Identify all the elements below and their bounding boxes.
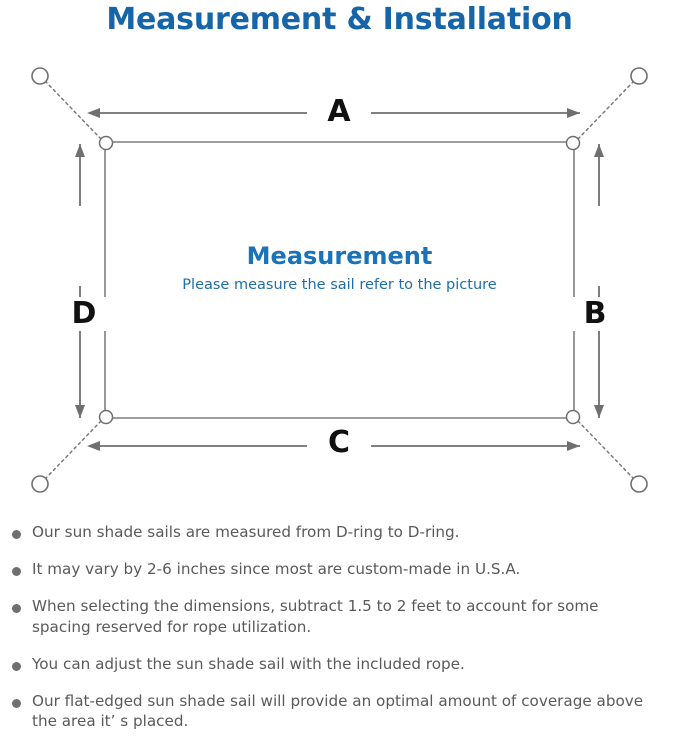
dimension-label-c: C	[309, 426, 369, 460]
dimension-label-a: A	[309, 95, 369, 129]
dimension-label-b: B	[572, 297, 618, 331]
bullet-icon	[12, 604, 21, 614]
list-item: When selecting the dimensions, subtract …	[0, 596, 679, 636]
dimension-label-d: D	[61, 297, 107, 331]
rope-top-left	[45, 81, 102, 140]
sail-rectangle	[104, 141, 575, 419]
anchor-ring-top-left-icon	[31, 67, 49, 85]
note-text: Our sun shade sails are measured from D-…	[32, 523, 460, 541]
d-ring-bottom-left-icon	[98, 409, 114, 425]
bullet-icon	[12, 530, 21, 539]
rope-bottom-right	[577, 420, 634, 479]
rope-bottom-left	[45, 420, 102, 479]
d-ring-top-left-icon	[98, 135, 114, 151]
measurement-diagram: Measurement Please measure the sail refe…	[0, 46, 679, 516]
sail-center-title: Measurement	[246, 242, 433, 270]
notes-list: Our sun shade sails are measured from D-…	[0, 522, 679, 749]
diagram-svg	[31, 67, 648, 493]
bullet-icon	[12, 699, 21, 709]
anchor-ring-bottom-right-icon	[630, 475, 648, 493]
d-ring-bottom-right-icon	[565, 409, 581, 425]
bullet-icon	[12, 661, 21, 671]
page-title: Measurement & Installation	[106, 2, 573, 37]
anchor-ring-top-right-icon	[630, 67, 648, 85]
list-item: You can adjust the sun shade sail with t…	[0, 654, 679, 674]
rope-top-right	[577, 81, 634, 140]
note-text: When selecting the dimensions, subtract …	[32, 597, 599, 636]
list-item: Our sun shade sails are measured from D-…	[0, 522, 679, 542]
anchor-ring-bottom-left-icon	[31, 475, 49, 493]
note-text: You can adjust the sun shade sail with t…	[32, 654, 465, 673]
d-ring-top-right-icon	[565, 135, 581, 151]
note-text: Our flat-edged sun shade sail will provi…	[32, 692, 644, 731]
list-item: Our flat-edged sun shade sail will provi…	[0, 691, 679, 731]
note-text: It may vary by 2-6 inches since most are…	[32, 560, 521, 579]
bullet-icon	[12, 567, 21, 577]
list-item: It may vary by 2-6 inches since most are…	[0, 559, 679, 579]
sail-center-subtitle: Please measure the sail refer to the pic…	[182, 277, 497, 293]
